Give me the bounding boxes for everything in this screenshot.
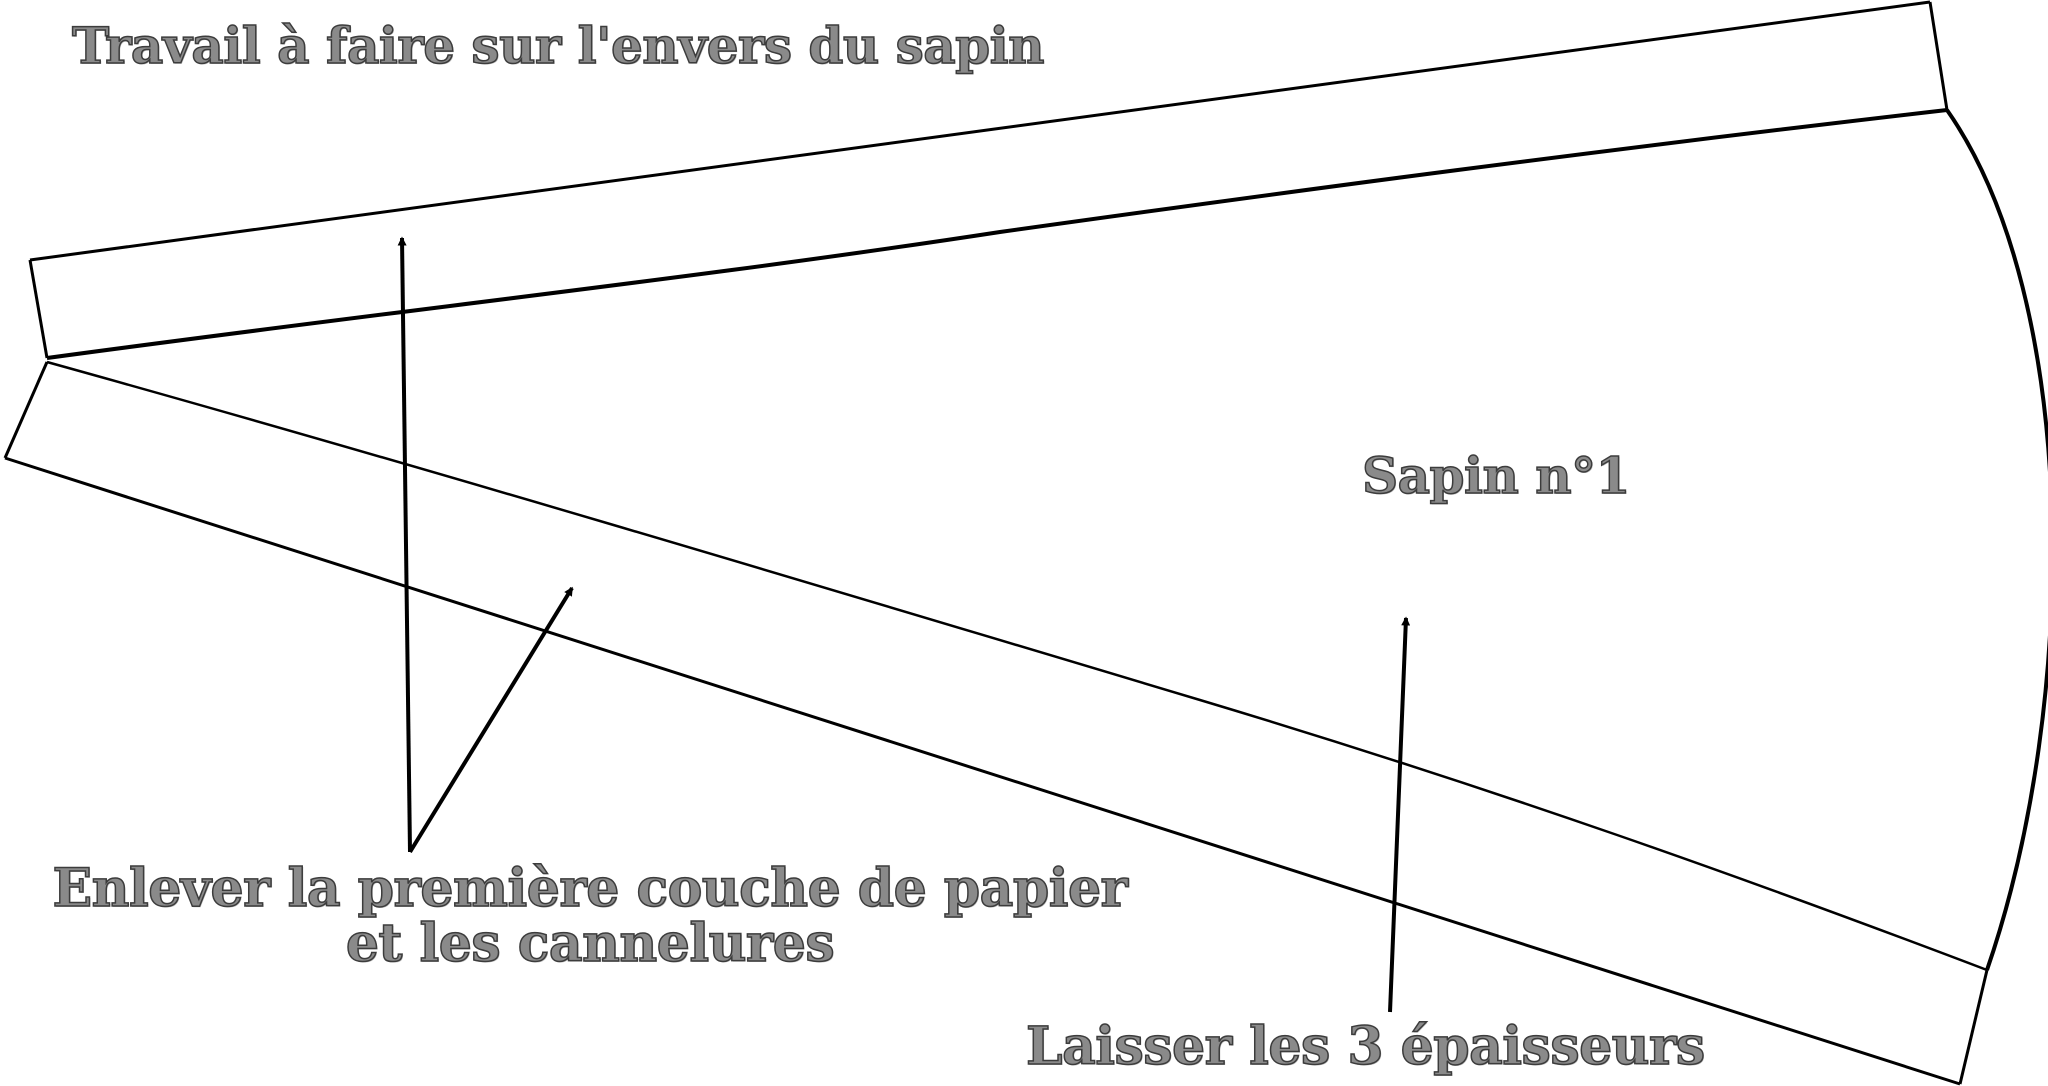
upper-flap-left-edge <box>28 259 49 359</box>
upper-flap-outer-edge <box>29 0 1931 262</box>
fan-top-fold-line <box>46 108 1948 360</box>
upper-flap-right-edge <box>1928 1 1949 111</box>
remove-instruction-line2: et les cannelures <box>345 912 835 974</box>
remove-instruction-line1: Enlever la première couche de papier <box>52 858 1129 919</box>
lower-flap <box>3 361 1989 1086</box>
arrow-to-upper-flap <box>397 236 412 853</box>
piece-name-label: Sapin n°1 <box>1361 446 1631 505</box>
diagram-title: Travail à faire sur l'envers du sapin <box>71 16 1045 75</box>
fan-piece <box>46 108 2048 972</box>
arrows <box>397 236 1411 1013</box>
lower-flap-outer-edge <box>4 456 1961 1086</box>
fan-curved-edge <box>1945 108 2048 971</box>
lower-flap-right-edge <box>1958 969 1989 1085</box>
keep-instruction: Laisser les 3 épaisseurs <box>1025 1016 1706 1077</box>
lower-flap-left-edge <box>3 361 49 459</box>
arrow-to-lower-flap <box>408 586 574 854</box>
upper-flap <box>28 0 1949 359</box>
arrow-to-center <box>1388 616 1411 1013</box>
fan-bottom-fold-line <box>46 360 1988 972</box>
remove-instruction: Enlever la première couche de papier et … <box>40 858 1140 974</box>
